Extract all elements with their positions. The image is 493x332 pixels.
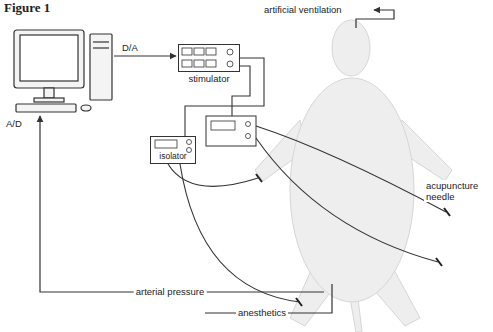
pressure-line — [40, 116, 324, 292]
needle-label: acupuncture needle — [424, 180, 493, 202]
isolator-box — [206, 116, 256, 146]
pressure-label: arterial pressure — [134, 286, 207, 297]
stimulator-panel — [182, 48, 233, 67]
stimulator-box: stimulator — [178, 44, 240, 72]
box-label: stimulator — [188, 73, 229, 84]
rat-body — [255, 20, 452, 332]
stimulus-wire — [185, 58, 264, 136]
da-arrow — [114, 55, 176, 56]
signal-label: D/A — [120, 42, 140, 53]
ventilation-tube — [356, 10, 394, 28]
acupuncture-needle — [256, 174, 450, 306]
isolator-box: isolator — [150, 136, 196, 164]
anesthetics-label: anesthetics — [236, 307, 288, 318]
figure-title: Figure 1 — [2, 0, 52, 15]
computer — [14, 30, 112, 112]
isolator-panel — [155, 140, 192, 153]
electrode-wire — [168, 66, 446, 302]
box-label: isolator — [159, 151, 186, 162]
signal-label: A/D — [4, 118, 24, 129]
ventilation-label: artificial ventilation — [262, 4, 344, 15]
